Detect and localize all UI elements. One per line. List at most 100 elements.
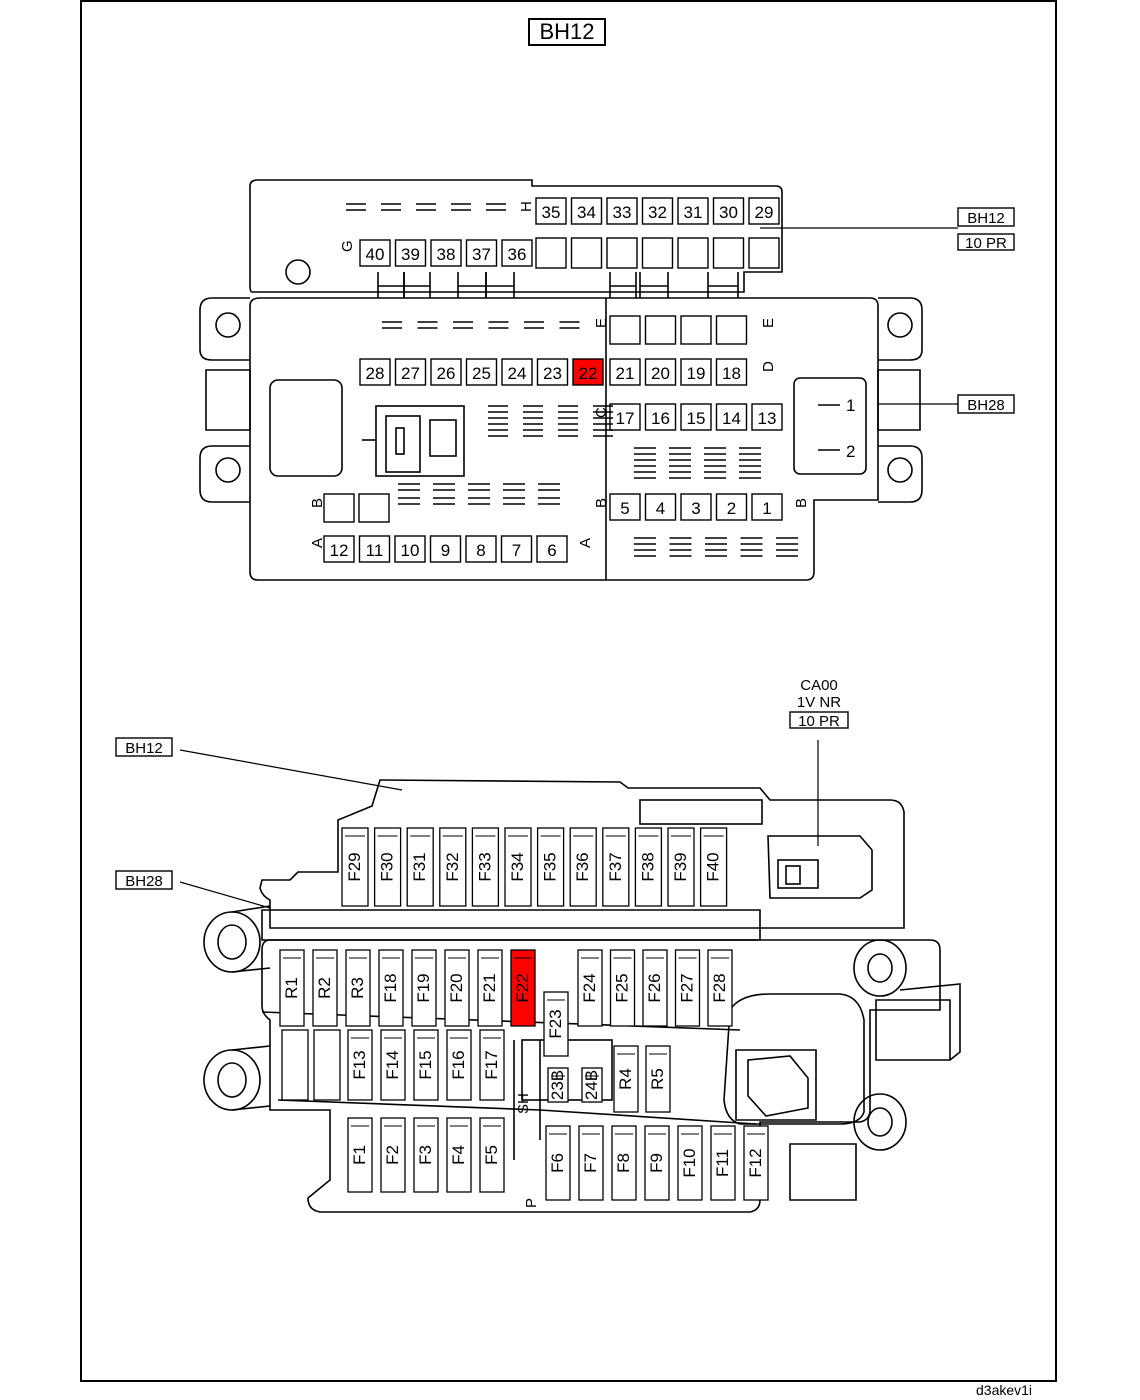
svg-text:F15: F15 <box>416 1050 435 1079</box>
svg-text:5: 5 <box>620 499 629 518</box>
fuse-r4: R4 <box>613 1045 639 1113</box>
cavity-23: 23 <box>536 358 569 386</box>
cavity-26: 26 <box>430 358 462 386</box>
row-label-c: C <box>593 407 610 418</box>
svg-text:39: 39 <box>401 245 420 264</box>
fuse-f16: F16 <box>446 1029 472 1101</box>
fuse-f11: F11 <box>710 1125 736 1201</box>
terminal-marker <box>416 203 436 211</box>
mount-hole <box>887 312 913 338</box>
svg-text:F21: F21 <box>480 973 499 1002</box>
fuse-r3: R3 <box>345 949 371 1027</box>
cavity-1: 1 <box>751 493 783 521</box>
svg-text:BH12: BH12 <box>967 210 1005 227</box>
terminal-marker <box>346 203 366 211</box>
svg-text:F11: F11 <box>713 1149 732 1177</box>
svg-text:26: 26 <box>437 364 456 383</box>
cavity-19: 19 <box>680 358 712 386</box>
terminal-marker <box>593 405 613 413</box>
terminal-marker <box>468 483 490 491</box>
terminal-marker <box>593 417 613 425</box>
terminal-marker <box>739 447 761 455</box>
svg-text:F30: F30 <box>378 852 397 881</box>
row-label-b-1: B <box>309 498 326 508</box>
terminal-marker <box>669 537 692 545</box>
svg-text:34: 34 <box>577 203 596 222</box>
cavity-30: 30 <box>712 197 745 225</box>
fuse-f38: F38 <box>634 827 663 907</box>
cavity-17: 17 <box>609 403 641 431</box>
terminal-marker <box>488 417 508 425</box>
cavity-10: 10 <box>394 535 426 563</box>
cavity-15: 15 <box>680 403 712 431</box>
fuse-f40: F40 <box>699 827 728 907</box>
cavity-32: 32 <box>641 197 674 225</box>
terminal-marker <box>524 321 544 329</box>
cavity-29: 29 <box>748 197 780 225</box>
cavity-33: 33 <box>606 197 638 225</box>
svg-text:F19: F19 <box>414 973 433 1002</box>
fuse-f13: F13 <box>347 1029 373 1101</box>
cavity-25: 25 <box>465 358 498 386</box>
svg-text:R5: R5 <box>648 1068 667 1090</box>
fuse-f35: F35 <box>536 827 565 907</box>
svg-text:F5: F5 <box>482 1145 501 1165</box>
fuse-f20: F20 <box>444 949 470 1027</box>
fuse-f37: F37 <box>602 827 630 907</box>
terminal-marker <box>669 471 691 479</box>
svg-text:R4: R4 <box>616 1068 635 1090</box>
empty-cavity <box>748 237 780 269</box>
fuse-f18: F18 <box>378 949 404 1027</box>
svg-text:R1: R1 <box>282 977 301 999</box>
cavity-36: 36 <box>501 239 533 267</box>
svg-text:25: 25 <box>472 364 491 383</box>
empty-cavity <box>712 237 745 269</box>
svg-text:F16: F16 <box>449 1050 468 1079</box>
p-label: P <box>523 1198 540 1208</box>
empty-cavity <box>323 493 355 523</box>
terminal-marker <box>468 497 490 505</box>
terminal-marker <box>486 203 506 211</box>
row-label-h: H <box>518 201 535 212</box>
svg-text:4: 4 <box>656 499 665 518</box>
lower-housing-outline <box>249 297 879 581</box>
terminal-marker <box>433 497 455 505</box>
relay-slot <box>313 1029 341 1101</box>
terminal-marker <box>538 483 560 491</box>
terminal-marker <box>488 321 509 329</box>
terminal-marker <box>634 459 656 467</box>
terminal-marker <box>705 537 727 545</box>
svg-text:F35: F35 <box>541 852 560 881</box>
terminal-marker <box>669 459 691 467</box>
svg-text:F1: F1 <box>350 1145 369 1165</box>
svg-text:BH28: BH28 <box>125 873 163 890</box>
sh-label: SH <box>515 1093 532 1114</box>
fuse-f36: F36 <box>569 827 597 907</box>
svg-text:24: 24 <box>508 364 527 383</box>
cavity-11: 11 <box>358 535 391 563</box>
cavity-31: 31 <box>677 197 709 225</box>
svg-text:F36: F36 <box>573 852 592 881</box>
row-label-e-right: E <box>760 318 777 328</box>
fuse-f34: F34 <box>504 827 532 907</box>
svg-text:F18: F18 <box>381 973 400 1002</box>
terminal-marker <box>433 483 455 491</box>
svg-text:13: 13 <box>758 409 777 428</box>
svg-text:19: 19 <box>687 364 706 383</box>
svg-text:8: 8 <box>476 541 485 560</box>
terminal-marker <box>488 405 508 413</box>
drawing-frame <box>80 0 1057 1382</box>
fuse-f12: F12 <box>743 1125 769 1201</box>
fuse-f29: F29 <box>341 827 369 907</box>
bh28-connector <box>793 377 867 475</box>
terminal-marker <box>593 429 613 437</box>
fuse-f10: F10 <box>677 1125 703 1201</box>
empty-cavity <box>680 315 712 345</box>
callout-ca00: CA00 1V NR 10 PR <box>789 677 849 730</box>
fuse-f5: F5 <box>479 1117 505 1193</box>
terminal-marker <box>705 549 727 557</box>
svg-text:F13: F13 <box>350 1050 369 1079</box>
svg-text:15: 15 <box>687 409 706 428</box>
svg-text:F25: F25 <box>613 973 632 1002</box>
svg-text:23B: 23B <box>548 1070 567 1100</box>
